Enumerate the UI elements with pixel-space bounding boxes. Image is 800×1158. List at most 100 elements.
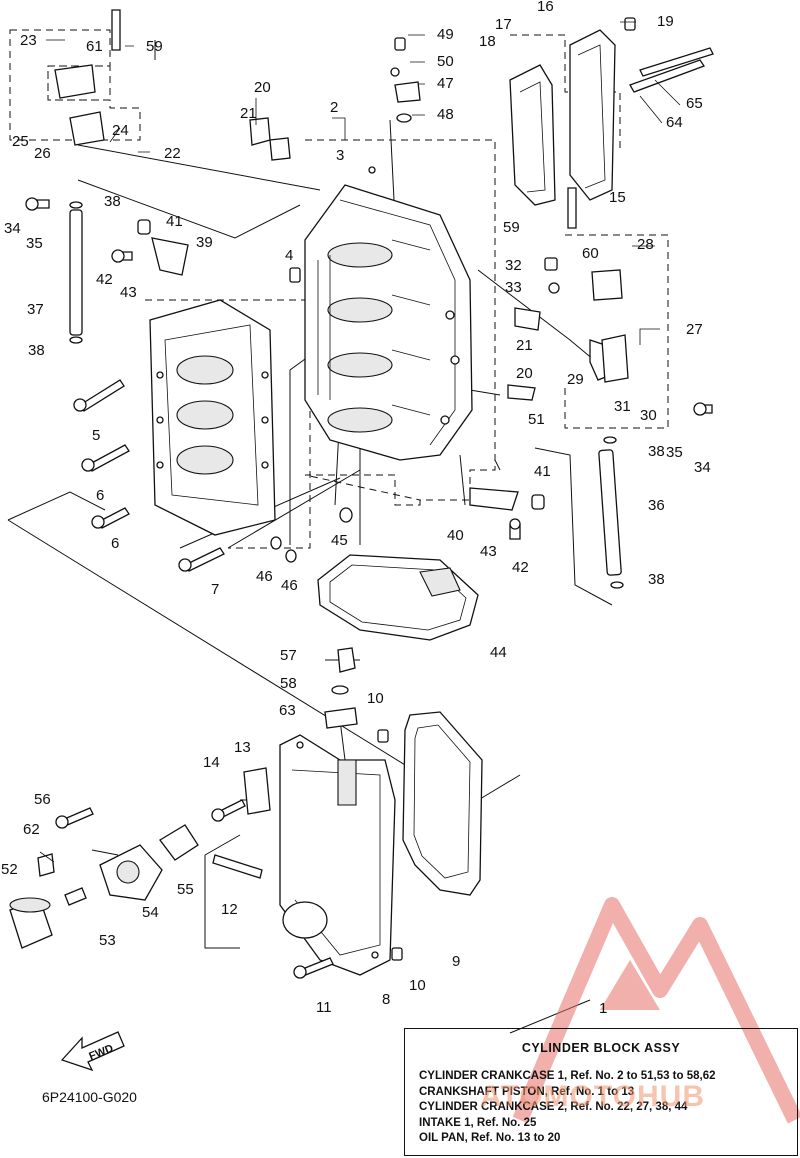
callout-60: 60 (582, 245, 599, 262)
oil-pan-gasket (402, 711, 483, 896)
callout-38c: 38 (648, 443, 665, 460)
callout-61: 61 (86, 38, 103, 55)
crankcase-cover (149, 299, 276, 536)
callout-31: 31 (614, 398, 631, 415)
callout-38b: 38 (28, 342, 45, 359)
legend-box: CYLINDER BLOCK ASSY CYLINDER CRANKCASE 1… (404, 1028, 798, 1156)
callout-10a: 10 (367, 690, 384, 707)
callout-54: 54 (142, 904, 159, 921)
assembly-group-outlines (9, 29, 669, 549)
diagram-code: 6P24100-G020 (42, 1089, 137, 1105)
watermark-logo (512, 897, 800, 1124)
callout-30: 30 (640, 407, 657, 424)
callout-59a: 59 (146, 38, 163, 55)
callout-20b: 20 (516, 365, 533, 382)
callout-41a: 41 (166, 213, 183, 230)
legend-line: CYLINDER CRANKCASE 2, Ref. No. 22, 27, 3… (419, 1101, 688, 1113)
callout-12: 12 (221, 901, 238, 918)
callout-24: 24 (112, 122, 129, 139)
callout-46a: 46 (256, 568, 273, 585)
callout-48: 48 (437, 106, 454, 123)
callout-51: 51 (528, 411, 545, 428)
callout-65: 65 (686, 95, 703, 112)
callout-34b: 34 (694, 459, 711, 476)
callout-36: 36 (648, 497, 665, 514)
callout-45: 45 (331, 532, 348, 549)
legend-lines: CYLINDER CRANKCASE 1, Ref. No. 2 to 51,5… (419, 1069, 716, 1147)
callout-62: 62 (23, 821, 40, 838)
exhaust-cover (509, 29, 616, 206)
callout-18: 18 (479, 33, 496, 50)
callout-2: 2 (330, 99, 338, 116)
callout-26: 26 (34, 145, 51, 162)
callout-52: 52 (1, 861, 18, 878)
callout-50: 50 (437, 53, 454, 70)
callout-38a: 38 (104, 193, 121, 210)
callout-44: 44 (490, 644, 507, 661)
callout-49: 49 (437, 26, 454, 43)
callout-43a: 43 (120, 284, 137, 301)
callout-37: 37 (27, 301, 44, 318)
callout-32: 32 (505, 257, 522, 274)
callout-labels: 1 2 3 4 5 6 6 7 8 9 10 10 11 12 13 14 15… (1, 0, 711, 1017)
callout-25: 25 (12, 133, 29, 150)
callout-42a: 42 (96, 271, 113, 288)
callout-8: 8 (382, 991, 390, 1008)
callout-35b: 35 (666, 444, 683, 461)
callout-17: 17 (495, 16, 512, 33)
callout-20a: 20 (254, 79, 271, 96)
callout-58: 58 (280, 675, 297, 692)
callout-64: 64 (666, 114, 683, 131)
callout-38d: 38 (648, 571, 665, 588)
cylinder-bores (327, 242, 393, 433)
callout-19: 19 (657, 13, 674, 30)
callout-27: 27 (686, 321, 703, 338)
water-tubes (69, 201, 624, 589)
callout-55: 55 (177, 881, 194, 898)
callout-23: 23 (20, 32, 37, 49)
callout-47: 47 (437, 75, 454, 92)
callout-9: 9 (452, 953, 460, 970)
callout-29: 29 (567, 371, 584, 388)
legend-line: CYLINDER CRANKCASE 1, Ref. No. 2 to 51,5… (419, 1070, 716, 1082)
callout-5: 5 (92, 427, 100, 444)
callout-42b: 42 (512, 559, 529, 576)
callout-21b: 21 (516, 337, 533, 354)
callout-56: 56 (34, 791, 51, 808)
callout-7: 7 (211, 581, 219, 598)
callout-59b: 59 (503, 219, 520, 236)
bolts-and-fittings (9, 9, 714, 979)
legend-title: CYLINDER BLOCK ASSY (521, 1041, 681, 1055)
callout-4: 4 (285, 247, 293, 264)
cylinder-block (304, 166, 473, 461)
callout-6b: 6 (111, 535, 119, 552)
callout-21a: 21 (240, 105, 257, 122)
callout-63: 63 (279, 702, 296, 719)
callout-3: 3 (336, 147, 344, 164)
callout-34a: 34 (4, 220, 21, 237)
callout-39: 39 (196, 234, 213, 251)
legend-line: OIL PAN, Ref. No. 13 to 20 (419, 1132, 561, 1144)
oil-pan (279, 734, 396, 976)
callout-13: 13 (234, 739, 251, 756)
callout-10b: 10 (409, 977, 426, 994)
crankcase-gasket (317, 554, 479, 641)
callout-11: 11 (316, 999, 332, 1016)
callout-14: 14 (203, 754, 220, 771)
callout-28: 28 (637, 236, 654, 253)
legend-line: CRANKSHAFT PISTON, Ref. No. 1 to 13 (419, 1085, 635, 1098)
callout-16: 16 (537, 0, 554, 15)
callout-6a: 6 (96, 487, 104, 504)
callout-40: 40 (447, 527, 464, 544)
callout-1: 1 (599, 1000, 607, 1017)
callout-22: 22 (164, 145, 181, 162)
callout-leader-ticks (39, 21, 681, 863)
callout-15: 15 (609, 189, 626, 206)
callout-33: 33 (505, 279, 522, 296)
callout-53: 53 (99, 932, 116, 949)
callout-43b: 43 (480, 543, 497, 560)
forward-direction-arrow: FWD (60, 1031, 125, 1072)
callout-57: 57 (280, 647, 297, 664)
callout-46b: 46 (281, 577, 298, 594)
